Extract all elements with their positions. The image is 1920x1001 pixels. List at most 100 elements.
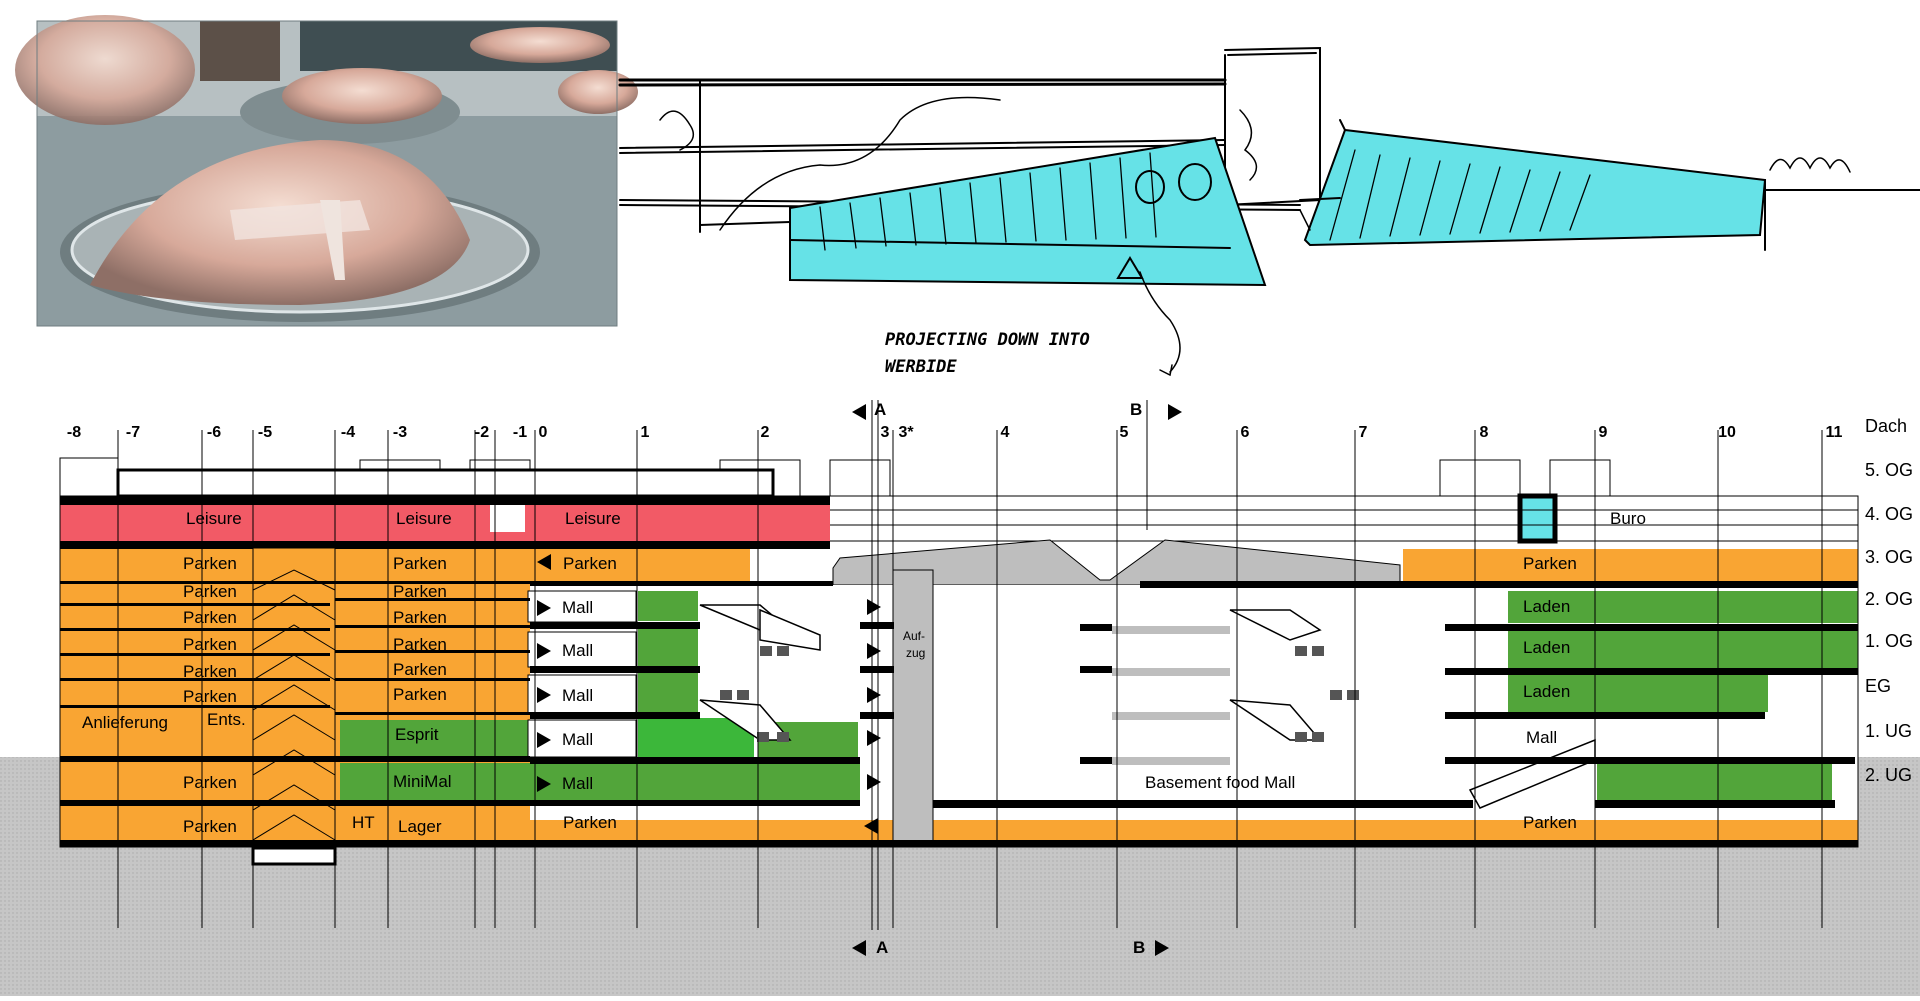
esprit-label: Esprit — [395, 725, 439, 744]
parken-label: Parken — [183, 635, 237, 654]
arrow-right-icon — [537, 643, 551, 659]
arrow-right-icon — [867, 643, 881, 659]
mall-label: Mall — [562, 774, 593, 793]
parken-label: Parken — [393, 635, 447, 654]
parken-label: Parken — [393, 660, 447, 679]
grid-label: -8 — [67, 424, 81, 441]
level-label: 3. OG — [1865, 547, 1913, 567]
laden-label: Laden — [1523, 682, 1570, 701]
grid-label: -7 — [126, 424, 140, 441]
section-marks: A B A B — [874, 400, 1145, 957]
arrow-right-icon — [867, 730, 881, 746]
aufzug-label-line2: zug — [906, 646, 925, 660]
parken-label: Parken — [393, 554, 447, 573]
section-a-top-label: A — [874, 400, 886, 419]
grid-label: -6 — [207, 424, 221, 441]
laden-label: Laden — [1523, 638, 1570, 657]
grid-label: 8 — [1480, 424, 1489, 441]
grid-label: 7 — [1359, 424, 1368, 441]
leisure-label: Leisure — [396, 509, 452, 528]
grid-label: 4 — [1001, 424, 1010, 441]
grid-label: 1 — [641, 424, 650, 441]
building-section — [59, 400, 1859, 930]
grid-label: 3 — [881, 424, 890, 441]
section-b-bottom-label: B — [1133, 938, 1145, 957]
mall-label: Mall — [562, 641, 593, 660]
arrow-right-icon — [537, 776, 551, 792]
arrow-right-icon — [867, 599, 881, 615]
leisure-label: Leisure — [186, 509, 242, 528]
arrow-left-icon — [537, 554, 551, 570]
arrow-right-icon — [537, 732, 551, 748]
sketch-note-line1: PROJECTING DOWN INTO — [885, 330, 1090, 350]
level-labels: Dach 5. OG 4. OG 3. OG 2. OG 1. OG EG 1.… — [1865, 416, 1913, 785]
section-a-top-arrow-icon — [852, 404, 866, 420]
parken-label: Parken — [183, 773, 237, 792]
buro-label: Buro — [1610, 509, 1646, 528]
level-label: Dach — [1865, 416, 1907, 436]
parken-label: Parken — [183, 817, 237, 836]
parken-label: Parken — [563, 554, 617, 573]
lager-label: Lager — [398, 817, 442, 836]
parken-label: Parken — [1523, 554, 1577, 573]
parken-label: Parken — [183, 687, 237, 706]
parken-label: Parken — [183, 608, 237, 627]
sketch-note-line2: WERBIDE — [885, 357, 957, 377]
anlieferung-label: Anlieferung — [82, 713, 168, 732]
mall-label: Mall — [562, 730, 593, 749]
grid-label: -1 — [513, 424, 527, 441]
section-a-bottom-label: A — [876, 938, 888, 957]
arrow-right-icon — [867, 774, 881, 790]
arrow-right-icon — [537, 600, 551, 616]
level-label: 1. OG — [1865, 631, 1913, 651]
parken-label: Parken — [183, 582, 237, 601]
grid-label: -5 — [258, 424, 272, 441]
grid-label: 6 — [1241, 424, 1250, 441]
parken-label: Parken — [183, 554, 237, 573]
laden-label: Laden — [1523, 597, 1570, 616]
grid-label: 2 — [761, 424, 770, 441]
grid-label: 5 — [1120, 424, 1129, 441]
section-b-top-label: B — [1130, 400, 1142, 419]
level-label: 4. OG — [1865, 504, 1913, 524]
concept-sketch — [618, 46, 1920, 377]
grid-label: -2 — [475, 424, 489, 441]
leisure-label: Leisure — [565, 509, 621, 528]
parken-label: Parken — [393, 608, 447, 627]
grid-label: 10 — [1718, 424, 1736, 441]
arrow-right-icon — [867, 687, 881, 703]
grid-label: 3* — [898, 424, 914, 441]
level-label: 1. UG — [1865, 721, 1912, 741]
parken-label: Parken — [1523, 813, 1577, 832]
aufzug-label-line1: Auf- — [903, 629, 925, 643]
grid-label: 9 — [1599, 424, 1608, 441]
arrow-left-icon — [864, 818, 878, 834]
mall-label: Mall — [1526, 728, 1557, 747]
level-label: 5. OG — [1865, 460, 1913, 480]
grid-label: 11 — [1826, 424, 1843, 441]
section-arrows — [537, 404, 1182, 956]
section-b-top-arrow-icon — [1168, 404, 1182, 420]
ht-label: HT — [352, 813, 375, 832]
grid-axis-labels: -8 -7 -6 -5 -4 -3 -2 -1 0 1 2 3 3* 4 5 6… — [67, 424, 1843, 441]
model-photo — [15, 15, 638, 327]
minimal-label: MiniMal — [393, 772, 452, 791]
grid-label: 0 — [539, 424, 548, 441]
level-label: 2. OG — [1865, 589, 1913, 609]
grid-label: -4 — [341, 424, 355, 441]
arrow-right-icon — [537, 687, 551, 703]
section-a-bottom-arrow-icon — [852, 940, 866, 956]
parken-label: Parken — [183, 662, 237, 681]
zone-labels: Leisure Leisure Leisure Buro Parken Park… — [82, 509, 1646, 836]
section-b-bottom-arrow-icon — [1155, 940, 1169, 956]
mall-label: Mall — [562, 598, 593, 617]
parken-label: Parken — [563, 813, 617, 832]
mall-label: Mall — [562, 686, 593, 705]
level-label: 2. UG — [1865, 765, 1912, 785]
parken-label: Parken — [393, 582, 447, 601]
grid-label: -3 — [393, 424, 407, 441]
level-label: EG — [1865, 676, 1891, 696]
basement-food-mall-label: Basement food Mall — [1145, 773, 1295, 792]
